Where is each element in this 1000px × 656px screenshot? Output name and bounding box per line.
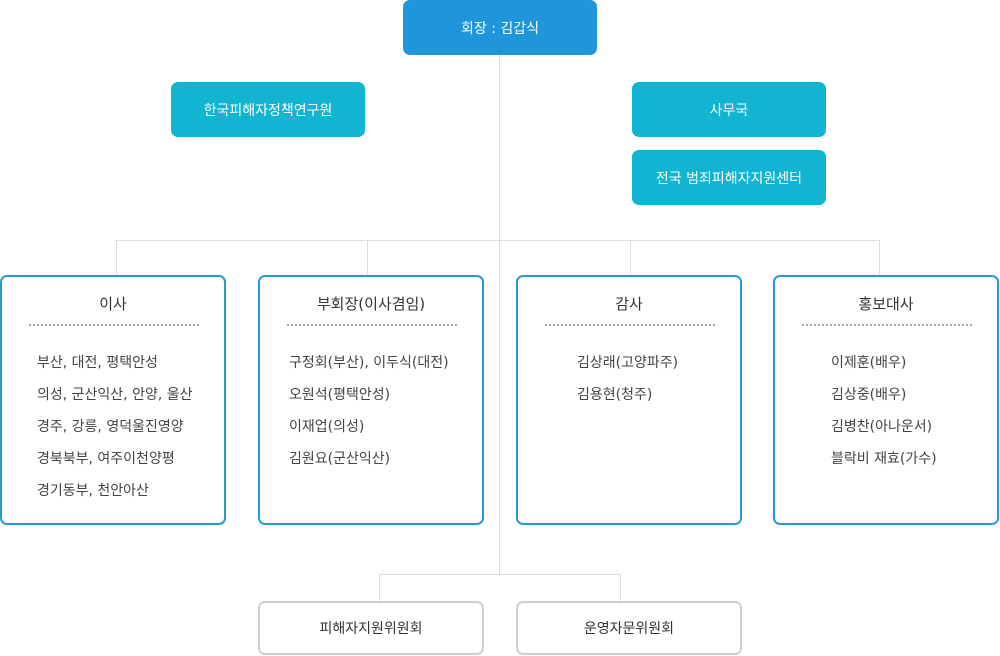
panel-drop-line-3 [630, 240, 631, 275]
panel-auditors: 감사 김상래(고양파주) 김용현(청주) [516, 275, 742, 525]
panels-horizontal-line [116, 240, 880, 241]
institute-node: 한국피해자정책연구원 [171, 82, 365, 137]
panel-list: 부산, 대전, 평택안성 의성, 군산익산, 안양, 울산 경주, 강릉, 영덕… [37, 347, 193, 507]
list-item: 경주, 강릉, 영덕울진영양 [37, 419, 184, 435]
list-item: 김상중(배우) [831, 387, 907, 403]
panel-ambassadors: 홍보대사 이제훈(배우) 김상중(배우) 김병찬(아나운서) 블락비 재효(가수… [773, 275, 999, 525]
list-item: 블락비 재효(가수) [831, 451, 937, 467]
panel-list: 구정회(부산), 이두식(대전) 오원석(평택안성) 이재업(의성) 김원요(군… [289, 347, 449, 475]
panel-vice-chairmen: 부회장(이사겸임) 구정회(부산), 이두식(대전) 오원석(평택안성) 이재업… [258, 275, 484, 525]
secretariat-label: 사무국 [709, 102, 749, 119]
list-item: 오원석(평택안성) [289, 387, 391, 403]
committee-label: 운영자문위원회 [583, 621, 675, 637]
main-trunk-line [499, 55, 500, 574]
advisory-committee-node: 운영자문위원회 [516, 601, 742, 655]
list-item: 김상래(고양파주) [577, 355, 679, 371]
panel-divider [287, 324, 457, 326]
list-item: 이재업(의성) [289, 419, 365, 435]
list-item: 의성, 군산익산, 안양, 울산 [37, 387, 193, 403]
panel-divider [545, 324, 715, 326]
panel-drop-line-1 [116, 240, 117, 275]
victim-support-center-label: 전국 범죄피해자지원센터 [655, 170, 803, 187]
panel-list: 김상래(고양파주) 김용현(청주) [577, 347, 678, 411]
panel-divider [802, 324, 972, 326]
committee-drop-line-2 [620, 574, 621, 601]
committee-label: 피해자지원위원회 [319, 621, 423, 637]
list-item: 경기동부, 천안아산 [37, 483, 149, 499]
list-item: 구정회(부산), 이두식(대전) [289, 355, 449, 371]
victim-support-center-node: 전국 범죄피해자지원센터 [632, 150, 826, 205]
institute-label: 한국피해자정책연구원 [203, 102, 333, 119]
panel-title: 부회장(이사겸임) [316, 295, 426, 313]
panel-drop-line-2 [367, 240, 368, 275]
list-item: 경북북부, 여주이천양평 [37, 451, 175, 467]
secretariat-node: 사무국 [632, 82, 826, 137]
list-item: 이제훈(배우) [831, 355, 907, 371]
committee-drop-line-1 [379, 574, 380, 601]
panel-drop-line-4 [879, 240, 880, 275]
panel-divider [29, 324, 199, 326]
list-item: 김원요(군산익산) [289, 451, 391, 467]
panel-title: 홍보대사 [858, 295, 914, 313]
panel-title: 이사 [99, 295, 127, 313]
panel-directors: 이사 부산, 대전, 평택안성 의성, 군산익산, 안양, 울산 경주, 강릉,… [0, 275, 226, 525]
list-item: 김병찬(아나운서) [831, 419, 933, 435]
panel-title: 감사 [615, 295, 643, 313]
victim-support-committee-node: 피해자지원위원회 [258, 601, 484, 655]
committees-horizontal-line [379, 574, 621, 575]
list-item: 김용현(청주) [577, 387, 653, 403]
list-item: 부산, 대전, 평택안성 [37, 355, 158, 371]
chairman-label: 회장 : 김갑식 [460, 20, 540, 37]
chairman-node: 회장 : 김갑식 [403, 0, 597, 55]
panel-list: 이제훈(배우) 김상중(배우) 김병찬(아나운서) 블락비 재효(가수) [831, 347, 937, 475]
